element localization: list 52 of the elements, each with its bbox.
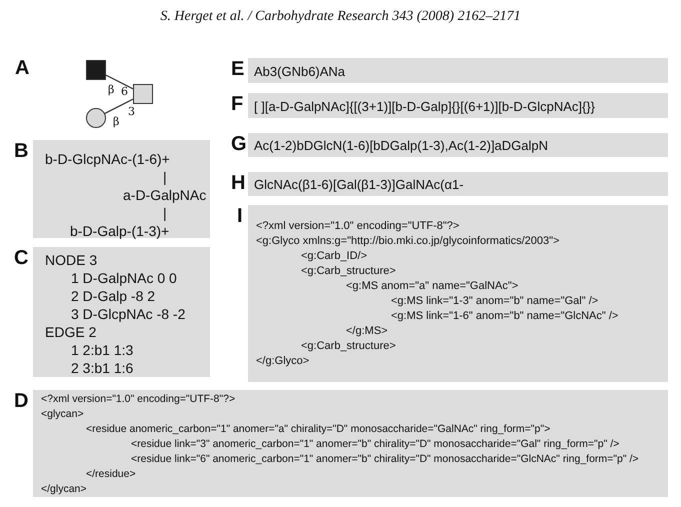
code-line: <residue link="6" anomeric_carbon="1" anomer="b" chirality="D" monosaccharide="GlcNAc" ring_form="p" />	[131, 452, 639, 467]
code-line: b-D-GlcpNAc-(1-6)+	[45, 150, 170, 168]
code-line: <glycan>	[41, 407, 84, 422]
code-line: 1 D-GalpNAc 0 0	[71, 269, 177, 287]
code-line: 1 2:b1 1:3	[71, 341, 134, 359]
code-line: Ac(1-2)bDGlcN(1-6)[bDGalp(1-3),Ac(1-2)]aDGalpN	[254, 138, 548, 154]
linkage-line	[106, 74, 134, 90]
code-line: [ ][a-D-GalpNAc]{[(3+1)][b-D-Galp]{}[(6+1)][b-D-GlcpNAc]{}}	[254, 99, 596, 115]
code-line: <?xml version="1.0" encoding="UTF-8"?>	[256, 219, 460, 234]
code-line: </g:Glyco>	[256, 354, 310, 369]
code-line: <g:MS link="1-3" anom="b" name="Gal" />	[391, 294, 598, 309]
circle-symbol	[86, 108, 106, 128]
code-line: b-D-Galp-(1-3)+	[70, 222, 170, 240]
square-symbol	[86, 60, 106, 80]
code-line: a-D-GalpNAc	[123, 186, 206, 204]
code-line: </residue>	[86, 467, 136, 482]
code-line: <g:Carb_structure>	[301, 339, 396, 354]
code-line: <g:MS link="1-6" anom="b" name="GlcNAc" />	[391, 309, 618, 324]
code-line: |	[163, 204, 167, 222]
code-line: <?xml version="1.0" encoding="UTF-8"?>	[41, 392, 236, 407]
code-line: <g:MS anom="a" name="GalNAc">	[346, 279, 518, 294]
code-line: GlcNAc(β1-6)[Gal(β1-3)]GalNAc(α1-	[254, 177, 464, 193]
code-line: EDGE 2	[45, 323, 96, 341]
panel-letter: A	[15, 58, 30, 78]
code-line: NODE 3	[45, 251, 98, 269]
code-line: 2 D-Galp -8 2	[71, 287, 156, 305]
linkage-label: β	[113, 116, 120, 128]
code-line: |	[163, 168, 167, 186]
panel-letter: C	[14, 248, 28, 268]
code-line: <g:Carb_structure>	[301, 264, 396, 279]
code-line: 3 D-GlcpNAc -8 -2	[71, 305, 186, 323]
code-line: <g:Carb_ID/>	[301, 249, 368, 264]
code-line: 2 3:b1 1:6	[71, 359, 134, 377]
code-line: <residue link="3" anomeric_carbon="1" anomer="b" chirality="D" monosaccharide="Gal" ring_form="p" />	[131, 437, 620, 452]
panel-letter: F	[231, 94, 244, 114]
code-line: Ab3(GNb6)ANa	[254, 64, 346, 80]
code-line: </glycan>	[41, 482, 87, 497]
panel-letter: E	[231, 59, 244, 79]
linkage-label: β	[108, 84, 114, 96]
running-header: S. Herget et al. / Carbohydrate Research 343 (2008) 2162–2171	[159, 9, 522, 25]
linkage-line	[104, 98, 134, 114]
code-line: <residue anomeric_carbon="1" anomer="a" chirality="D" monosaccharide="GalNAc" ring_form="p">	[86, 422, 550, 437]
linkage-label: 3	[128, 106, 135, 118]
code-line: <g:Glyco xmlns:g="http://bio.mki.co.jp/glycoinformatics/2003">	[256, 234, 560, 249]
panel-letter: I	[237, 206, 243, 226]
panel-letter: B	[14, 141, 28, 161]
code-line: </g:MS>	[346, 324, 388, 339]
panel-letter: D	[14, 391, 28, 411]
panel-letter: H	[231, 173, 246, 193]
panel-letter: G	[231, 134, 247, 154]
square-symbol	[133, 84, 153, 104]
linkage-label: 6	[121, 86, 128, 98]
